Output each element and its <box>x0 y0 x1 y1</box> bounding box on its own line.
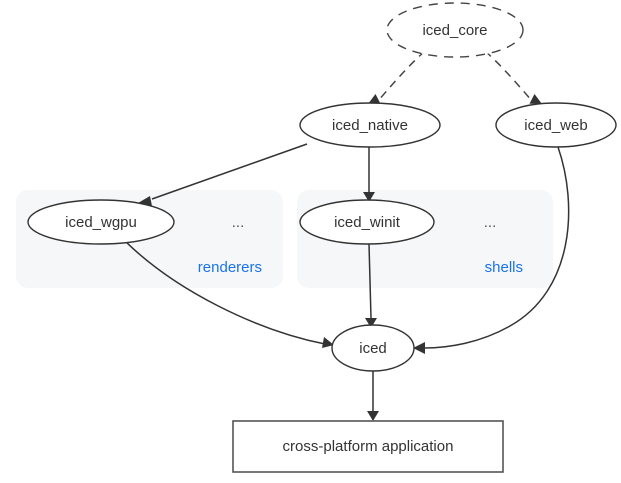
edge-winit-to-iced-arrowhead <box>365 318 377 328</box>
edge-core-to-web-arrowhead <box>529 94 542 104</box>
cluster-shells-label: shells <box>485 259 523 276</box>
node-iced-shape[interactable] <box>331 324 415 372</box>
cluster-renderers-label: renderers <box>198 259 262 276</box>
node-iced[interactable]: iced <box>331 324 415 372</box>
shells-more-ellipsis: ... <box>484 214 497 231</box>
node-iced-wgpu[interactable]: iced_wgpu <box>27 199 175 245</box>
edge-wgpu-to-iced-line <box>124 240 326 345</box>
edge-core-to-native-arrowhead <box>368 94 381 104</box>
edge-wgpu-to-iced <box>124 240 334 348</box>
edge-iced-to-app <box>367 371 379 421</box>
node-iced-label: iced <box>359 340 387 357</box>
node-iced-native[interactable]: iced_native <box>299 102 441 148</box>
node-iced-core[interactable]: iced_core <box>386 2 524 58</box>
node-cross-platform-application-shape[interactable] <box>232 420 504 473</box>
node-iced-native-shape[interactable] <box>299 102 441 148</box>
edge-web-to-iced <box>413 146 570 354</box>
edge-wgpu-to-iced-arrowhead <box>322 337 334 348</box>
node-iced-core-shape[interactable] <box>386 2 524 58</box>
node-iced-web[interactable]: iced_web <box>495 102 617 148</box>
renderers-more-ellipsis: ... <box>232 214 245 231</box>
edge-web-to-iced-arrowhead <box>413 342 425 354</box>
edge-winit-to-iced-line <box>368 243 372 319</box>
edge-native-to-winit-arrowhead <box>363 192 375 202</box>
node-iced-winit-shape[interactable] <box>299 199 435 245</box>
node-iced-winit-label: iced_winit <box>334 214 401 231</box>
node-cross-platform-application-label: cross-platform application <box>283 438 454 455</box>
node-iced-wgpu-shape[interactable] <box>27 199 175 245</box>
node-cross-platform-application[interactable]: cross-platform application <box>232 420 504 473</box>
edge-winit-to-iced <box>365 243 377 328</box>
edge-web-to-iced-line <box>423 146 570 349</box>
edge-native-to-wgpu-line <box>151 143 308 200</box>
node-iced-web-label: iced_web <box>524 117 587 134</box>
edge-native-to-winit <box>363 147 375 202</box>
edge-core-to-web <box>484 50 542 104</box>
edge-iced-to-app-arrowhead <box>367 411 379 421</box>
edge-core-to-web-line <box>484 50 533 102</box>
node-iced-winit[interactable]: iced_winit <box>299 199 435 245</box>
edge-core-to-native <box>368 50 426 104</box>
node-iced-core-label: iced_core <box>422 22 487 39</box>
node-iced-native-label: iced_native <box>332 117 408 134</box>
node-iced-web-shape[interactable] <box>495 102 617 148</box>
node-iced-wgpu-label: iced_wgpu <box>65 214 137 231</box>
edge-core-to-native-line <box>377 50 426 102</box>
